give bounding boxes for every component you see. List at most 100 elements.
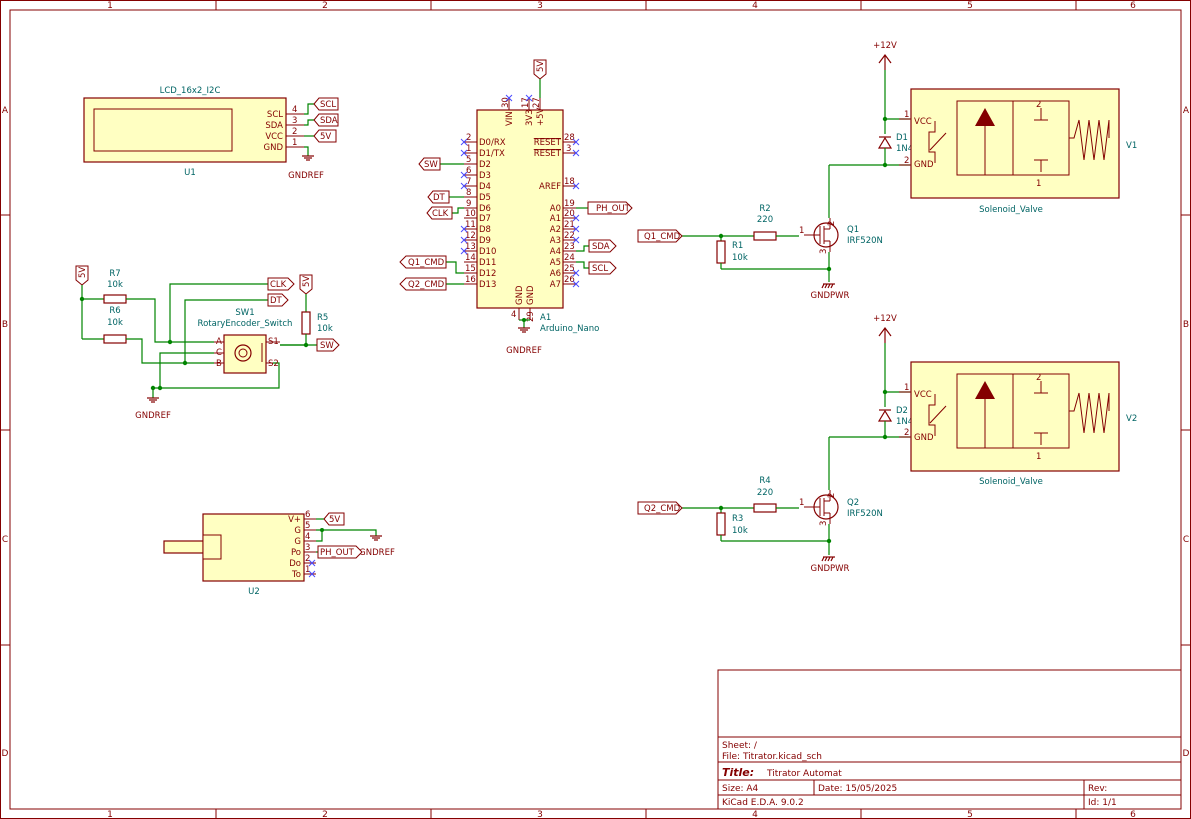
nano-pin-num-a0: 19 bbox=[564, 199, 575, 209]
encoder-section: 5V R7 10k R6 10k GNDREF bbox=[75, 265, 340, 421]
nano-pin-num-aref: 18 bbox=[564, 177, 575, 187]
nano-pin-num-a2: 21 bbox=[564, 220, 575, 230]
nano-clk-label: CLK bbox=[432, 209, 449, 219]
nano-pin-num-d13: 16 bbox=[465, 275, 476, 285]
sw1-pin-s2: S2 bbox=[268, 359, 279, 369]
tb-date: Date: 15/05/2025 bbox=[818, 784, 897, 794]
tb-title-label: Title: bbox=[722, 766, 754, 779]
nano-pin-a0: A0 bbox=[550, 204, 561, 214]
v1-pin-num-2: 2 bbox=[904, 156, 909, 166]
nano-pin-a5: A5 bbox=[550, 258, 561, 268]
nano-pin-num-a7: 26 bbox=[564, 275, 575, 285]
nano-pin-num-reset2: 3 bbox=[566, 144, 571, 154]
u2-ref: U2 bbox=[248, 587, 260, 597]
r6-ref: R6 bbox=[109, 306, 120, 316]
encoder-clk-label: CLK bbox=[270, 280, 287, 290]
row-a-right: A bbox=[1183, 106, 1190, 116]
nano-pin-5v: +5V bbox=[536, 107, 546, 126]
v1-value: Solenoid_Valve bbox=[979, 205, 1043, 215]
nano-pin-d7: D7 bbox=[479, 214, 491, 224]
nano-pin-d0: D0/RX bbox=[479, 138, 506, 148]
lcd-pin-name-scl: SCL bbox=[267, 110, 283, 120]
sw1-ref: SW1 bbox=[235, 308, 254, 318]
ph-sensor: V+ G G Po Do To 6 5 4 3 2 1 U2 5V GNDREF… bbox=[163, 510, 395, 597]
q2-ref: Q2 bbox=[847, 498, 859, 508]
r5-5v-label: 5V bbox=[302, 276, 312, 287]
ch2-q2-label: Q2_CMD bbox=[644, 504, 681, 514]
nano-pin-num-a6: 25 bbox=[564, 264, 575, 274]
nano-pin-a3: A3 bbox=[550, 236, 561, 246]
row-a-left: A bbox=[2, 106, 9, 116]
valve-channel-1: +12V D1 1N4007 1 2 VCC GND 2 1 V1 bbox=[637, 41, 1137, 301]
nano-pin-d2: D2 bbox=[479, 160, 491, 170]
u2-pin-to: To bbox=[291, 570, 301, 580]
nano-pin-d1: D1/TX bbox=[479, 149, 505, 159]
nano-pin-3v3: 3V3 bbox=[525, 109, 535, 126]
q1-ref: Q1 bbox=[847, 225, 859, 235]
encoder-5v-label: 5V bbox=[78, 267, 88, 278]
nano-pin-num-d4: 7 bbox=[466, 177, 471, 187]
row-b-right: B bbox=[1183, 320, 1189, 330]
row-d-right: D bbox=[1183, 749, 1190, 759]
nano-pin-17: 17 bbox=[521, 97, 531, 108]
tb-file: File: Titrator.kicad_sch bbox=[722, 752, 822, 762]
lcd-gnd-label: GNDREF bbox=[288, 171, 324, 181]
u2-pin-po: Po bbox=[291, 548, 301, 558]
nano-pin-d4: D4 bbox=[479, 182, 491, 192]
nano-q2-label: Q2_CMD bbox=[408, 280, 445, 290]
r2-ref: R2 bbox=[759, 204, 770, 214]
row-c-left: C bbox=[2, 535, 8, 545]
col-5-top: 5 bbox=[967, 1, 973, 11]
q2-pin-3: 3 bbox=[819, 521, 829, 526]
col-1-bottom: 1 bbox=[107, 810, 113, 819]
r7-value: 10k bbox=[107, 280, 123, 290]
r4-ref: R4 bbox=[759, 476, 770, 486]
u2-gnd-symbol bbox=[370, 535, 382, 541]
nano-pin-num-a3: 22 bbox=[564, 231, 575, 241]
nano-pin-d13: D13 bbox=[479, 280, 496, 290]
r3-value: 10k bbox=[732, 526, 748, 536]
v1-12v-label: +12V bbox=[873, 41, 897, 51]
nano-pin-reset1: RESET bbox=[534, 138, 562, 148]
nano-pin-d5: D5 bbox=[479, 193, 491, 203]
nano-pin-num-29: 29 bbox=[526, 311, 536, 322]
r1-value: 10k bbox=[732, 253, 748, 263]
q1-pin-3: 3 bbox=[819, 249, 829, 254]
u2-5v-label: 5V bbox=[329, 515, 340, 525]
u2-pin-g1: G bbox=[294, 526, 301, 536]
row-c-right: C bbox=[1183, 535, 1189, 545]
nano-pin-d6: D6 bbox=[479, 204, 491, 214]
nano-gnd-label: GNDREF bbox=[506, 346, 542, 356]
v1-pin-vcc: VCC bbox=[914, 117, 932, 127]
sw1-pin-a: A bbox=[216, 337, 222, 347]
nano-pin-num-d7: 10 bbox=[465, 209, 476, 219]
nano-q1-label: Q1_CMD bbox=[408, 258, 445, 268]
r3-ref: R3 bbox=[732, 514, 743, 524]
q1-value: IRF520N bbox=[847, 236, 883, 246]
q1-gndpwr-label: GNDPWR bbox=[811, 291, 850, 301]
col-2-top: 2 bbox=[322, 1, 328, 11]
nano-pin-num-reset1: 28 bbox=[564, 133, 575, 143]
u2-pin-num-1: 1 bbox=[305, 565, 310, 575]
q2-pin-2: 2 bbox=[827, 493, 837, 498]
sw1-value: RotaryEncoder_Switch bbox=[198, 319, 293, 329]
nano-pin-num-a1: 20 bbox=[564, 209, 575, 219]
v2-inner-1: 1 bbox=[1036, 452, 1041, 462]
col-5-bottom: 5 bbox=[967, 810, 973, 819]
nano-value: Arduino_Nano bbox=[540, 324, 599, 334]
col-6-top: 6 bbox=[1130, 1, 1136, 11]
tb-tool: KiCad E.D.A. 9.0.2 bbox=[722, 798, 804, 808]
nano-sda-label: SDA bbox=[592, 242, 610, 252]
v2-pin-num-1: 1 bbox=[904, 383, 909, 393]
d1-ref: D1 bbox=[896, 133, 908, 143]
u2-pin-num-4: 4 bbox=[305, 532, 310, 542]
sw1-pin-b: B bbox=[216, 359, 222, 369]
title-block: Sheet: / File: Titrator.kicad_sch Title:… bbox=[717, 669, 1182, 810]
encoder-gnd-label: GNDREF bbox=[135, 411, 171, 421]
v2-pin-num-2: 2 bbox=[904, 428, 909, 438]
lcd-pin-name-sda: SDA bbox=[265, 121, 283, 131]
nano-pin-d10: D10 bbox=[479, 247, 496, 257]
q2-gndpwr-label: GNDPWR bbox=[811, 564, 850, 574]
tb-sheet: Sheet: / bbox=[722, 741, 758, 751]
